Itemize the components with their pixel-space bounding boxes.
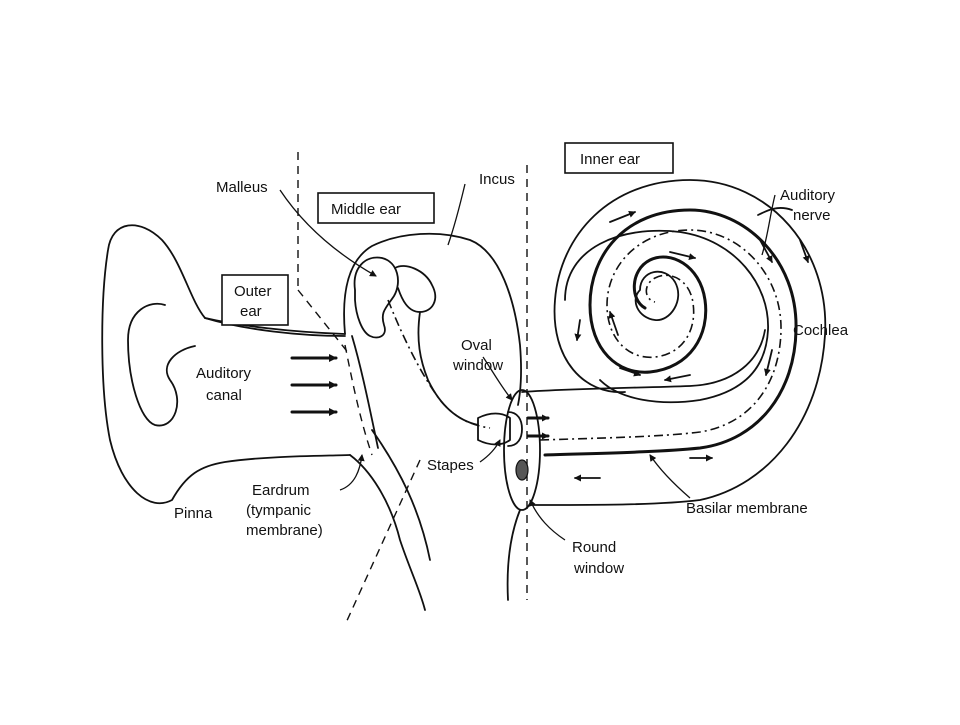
label-pinna: Pinna (174, 505, 213, 522)
outer-ear-structure (101, 224, 351, 505)
label-eardrum-2: (tympanic (246, 502, 312, 519)
middle-ear-structure (343, 232, 523, 611)
cochlea-base-bottom (531, 179, 827, 506)
label-middle-ear: Middle ear (331, 201, 401, 218)
incus (394, 265, 437, 313)
eardrum-dashed (344, 344, 373, 456)
region-dividers (297, 152, 528, 626)
label-stapes: Stapes (427, 457, 474, 474)
label-auditory-nerve-1: Auditory (780, 187, 836, 204)
stapes (477, 412, 511, 446)
flow-arrow-4 (664, 374, 691, 383)
label-outer-ear-2: ear (240, 303, 262, 320)
cochlear-duct (539, 229, 782, 441)
label-inner-ear: Inner ear (580, 151, 640, 168)
pinna-inner-fold (127, 302, 196, 427)
flow-arrow-6 (669, 251, 696, 261)
label-cochlea: Cochlea (793, 322, 849, 339)
label-round-window-1: Round (572, 539, 616, 556)
label-oval-window-1: Oval (461, 337, 492, 354)
cochlea-base-top (521, 329, 766, 393)
stapes-footplate (507, 411, 523, 447)
middle-ear-cavity (343, 232, 522, 406)
cochlea-inner-spiral (564, 229, 769, 404)
malleus (353, 256, 399, 339)
eardrum (351, 335, 379, 449)
auditory-canal-top (204, 317, 346, 337)
label-eardrum-3: membrane) (246, 522, 323, 539)
vestibule-window (503, 389, 541, 511)
incus-leader (447, 183, 466, 246)
leader-lines (279, 183, 776, 541)
flow-arrow-3 (763, 349, 773, 376)
label-malleus: Malleus (216, 179, 268, 196)
malleus-leader (279, 189, 377, 277)
eustachian-wall (371, 429, 431, 561)
round-window (515, 459, 529, 481)
middle-ear-floor (349, 454, 426, 611)
cochlea-apex (634, 270, 680, 321)
eardrum-leader (339, 454, 365, 491)
nerve-leader (761, 194, 776, 256)
round-window-leader (529, 499, 566, 541)
text-labels: Malleus Middle ear Incus Inner ear Audit… (174, 151, 849, 577)
outer-ear-box (221, 274, 289, 326)
outer-middle-divider-slant (297, 289, 351, 356)
label-outer-ear-1: Outer (234, 283, 272, 300)
flow-arrow-5 (608, 311, 619, 336)
label-incus: Incus (479, 171, 515, 188)
label-basilar-membrane: Basilar membrane (686, 500, 808, 517)
sound-arrows (290, 354, 550, 440)
region-label-boxes (221, 142, 674, 326)
outer-middle-divider-lower (344, 459, 421, 626)
lower-canal-wall (506, 509, 521, 601)
flow-arrow-1 (609, 210, 636, 223)
stapes-leader (479, 439, 501, 463)
label-auditory-canal-2: canal (206, 387, 242, 404)
label-round-window-2: window (573, 560, 624, 577)
label-oval-window-2: window (452, 357, 503, 374)
basilar-membrane (543, 208, 798, 457)
ossicle-chain (387, 299, 491, 429)
label-eardrum-1: Eardrum (252, 482, 310, 499)
basilar-leader (649, 454, 691, 499)
inner-ear-box (564, 142, 674, 174)
label-auditory-nerve-2: nerve (793, 207, 831, 224)
flow-arrow-2 (759, 239, 773, 263)
middle-ear-box (317, 192, 435, 224)
flow-arrow-8 (799, 239, 810, 263)
label-auditory-canal-1: Auditory (196, 365, 252, 382)
flow-arrow-11 (619, 367, 641, 377)
pinna-outline (101, 224, 351, 505)
inner-ear-structure (503, 179, 827, 601)
flow-arrow-7 (574, 319, 582, 341)
oval-window-leader (482, 356, 513, 401)
auditory-nerve (757, 207, 793, 216)
